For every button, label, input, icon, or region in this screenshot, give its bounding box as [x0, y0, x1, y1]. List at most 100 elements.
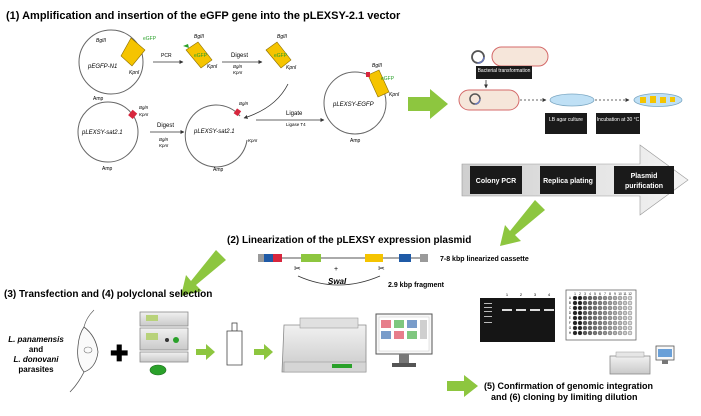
plate-col-label: 5: [594, 292, 596, 296]
plate-well: [582, 305, 588, 311]
plate-well: [572, 330, 578, 336]
plate-well: [602, 295, 608, 301]
plate-well: [612, 315, 618, 321]
plexsy-egfp-bglii: BglII: [372, 63, 383, 69]
plasmid-purification-label-1: Plasmid: [631, 173, 658, 180]
plate-well: [597, 330, 603, 336]
colony-pcr-label: Colony PCR: [476, 178, 516, 185]
plexsy-sat-plasmid: pLEXSY-sat2.1 BglII KpnI Amp: [77, 101, 149, 172]
plate-well: [592, 330, 598, 336]
linear-cassette: ✂ ✂ + SwaI 2.9 kbp fragment 7-8 kbp line…: [258, 254, 529, 289]
species2-label: L. donovani: [14, 355, 60, 364]
plexsy-sat-bglii: BglII: [139, 105, 149, 110]
plate-well: [587, 310, 593, 316]
plate-well: [572, 315, 578, 321]
insert-curve-arrow: [243, 83, 289, 119]
transformed-bacterium-icon: [458, 89, 520, 111]
bacteria-panel: Bacterial transformation LB agar culture…: [458, 46, 683, 134]
pegfp-kpni: KpnI: [129, 70, 140, 76]
parasites-label: L. panamensis and L. donovani parasites: [8, 335, 64, 374]
plate-well: [622, 300, 628, 306]
plate-well: [602, 325, 608, 331]
plate-row-label: H: [569, 331, 572, 335]
plate-well: [602, 310, 608, 316]
plate-well: [587, 315, 593, 321]
gel-lane-3: 3: [534, 292, 537, 297]
agar-plate-icon: [549, 93, 595, 107]
plate-well: [617, 315, 623, 321]
replica-plating-label: Replica plating: [543, 178, 593, 185]
green-arrow-to-step3: [181, 250, 226, 296]
fragment-label: 2.9 kbp fragment: [388, 282, 445, 289]
plate-well: [622, 315, 628, 321]
plate-well: [602, 320, 608, 326]
plate-col-label: 11: [623, 292, 627, 296]
plate-well: [612, 310, 618, 316]
agar-box: [545, 113, 587, 134]
digest-top-site2: KpnI: [233, 70, 243, 75]
plate-well: [582, 325, 588, 331]
plate-well: [592, 295, 598, 301]
plate-col-label: 9: [614, 292, 616, 296]
plate-well: [592, 310, 598, 316]
plate-wells: [572, 295, 633, 336]
pcr-fragment: BglII eGFP KpnI: [183, 34, 218, 70]
plate-well: [617, 310, 623, 316]
plate-well: [597, 305, 603, 311]
plate-well: [607, 315, 613, 321]
plate-well: [612, 330, 618, 336]
swai-label: SwaI: [328, 277, 347, 286]
plate-well: [627, 305, 633, 311]
plate-well: [577, 315, 583, 321]
digest-top-site1: BglII: [233, 64, 243, 69]
egfp-insert-icon: [120, 37, 146, 67]
plate-well: [582, 310, 588, 316]
pegfp-amp: Amp: [93, 96, 104, 102]
digest-fragment: BglII eGFP KpnI: [265, 34, 297, 71]
plate-well: [597, 315, 603, 321]
green-arrow-to-flask: [196, 344, 215, 360]
plate-well: [572, 305, 578, 311]
plexsy-sat-kpni: KpnI: [139, 112, 149, 117]
plate-well: [597, 310, 603, 316]
step5-heading-line1: (5) Confirmation of genomic integration: [484, 381, 653, 391]
plexsy-sat-cut-bglii: BglII: [239, 101, 249, 106]
green-arrow-to-step2: [500, 200, 545, 246]
plate-well: [597, 295, 603, 301]
plate-well: [627, 325, 633, 331]
step1-heading: (1) Amplification and insertion of the e…: [6, 10, 401, 22]
pegfp-name: pEGFP-N1: [87, 64, 117, 70]
plate-well: [587, 325, 593, 331]
plexsy-sat-amp: Amp: [102, 166, 113, 172]
plexsy-egfp-plasmid: pLEXSY-EGFP BglII eGFP KpnI Amp: [323, 63, 400, 144]
plate-well: [577, 310, 583, 316]
plate-well: [597, 300, 603, 306]
plate-row-label: D: [569, 311, 572, 315]
plate-well: [592, 300, 598, 306]
plexsy-egfp-amp: Amp: [350, 138, 361, 144]
plate-col-label: 6: [599, 292, 601, 296]
plate-well: [612, 305, 618, 311]
incubation-label: Incubation at 30 °C: [597, 117, 640, 123]
plexsy-egfp-name: pLEXSY-EGFP: [332, 102, 374, 108]
plate-well: [607, 320, 613, 326]
plate-well: [592, 315, 598, 321]
plate-well: [587, 305, 593, 311]
electroporator-icon: [139, 311, 189, 376]
plate-well: [627, 295, 633, 301]
green-arrow-to-bacteria: [408, 89, 448, 119]
plate-well: [577, 330, 583, 336]
plate-well: [582, 300, 588, 306]
plate-well: [627, 320, 633, 326]
plate-well: [622, 325, 628, 331]
plate-well: [612, 300, 618, 306]
plate-well: [622, 310, 628, 316]
digest-frag-bglii: BglII: [277, 34, 288, 40]
plexsy-sat-name: pLEXSY-sat2.1: [81, 130, 123, 136]
plate-well: [572, 325, 578, 331]
plasmid-purification-box: [614, 166, 674, 194]
incubated-plate-icon: [633, 93, 683, 107]
